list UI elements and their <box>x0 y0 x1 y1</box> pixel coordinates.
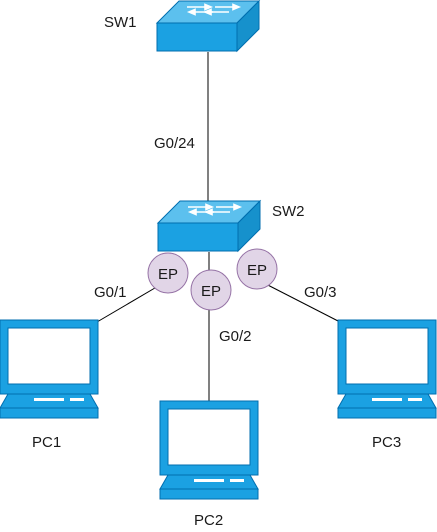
endpoint-marker: EP <box>236 248 278 290</box>
pc2-label: PC2 <box>194 512 223 529</box>
endpoint-marker: EP <box>190 269 232 311</box>
pc1-port-label: G0/1 <box>94 284 127 301</box>
desktop-computer-icon[interactable] <box>337 319 437 419</box>
endpoint-marker: EP <box>147 252 189 294</box>
desktop-computer-icon[interactable] <box>0 319 99 419</box>
sw1-label: SW1 <box>104 14 137 31</box>
pc3-label: PC3 <box>372 434 401 451</box>
pc2-port-label: G0/2 <box>219 328 252 345</box>
switch-icon[interactable] <box>156 0 260 52</box>
link-pc1-cable <box>96 284 161 323</box>
ep-label: EP <box>158 266 178 283</box>
pc1-label: PC1 <box>32 434 61 451</box>
ep-label: EP <box>247 262 267 279</box>
desktop-computer-icon[interactable] <box>159 400 259 500</box>
uplink-port-label: G0/24 <box>154 135 195 152</box>
ep-label: EP <box>201 283 221 300</box>
link-pc3-cable <box>257 279 341 323</box>
switch-icon[interactable] <box>157 200 261 252</box>
pc3-port-label: G0/3 <box>304 284 337 301</box>
sw2-label: SW2 <box>272 203 305 220</box>
